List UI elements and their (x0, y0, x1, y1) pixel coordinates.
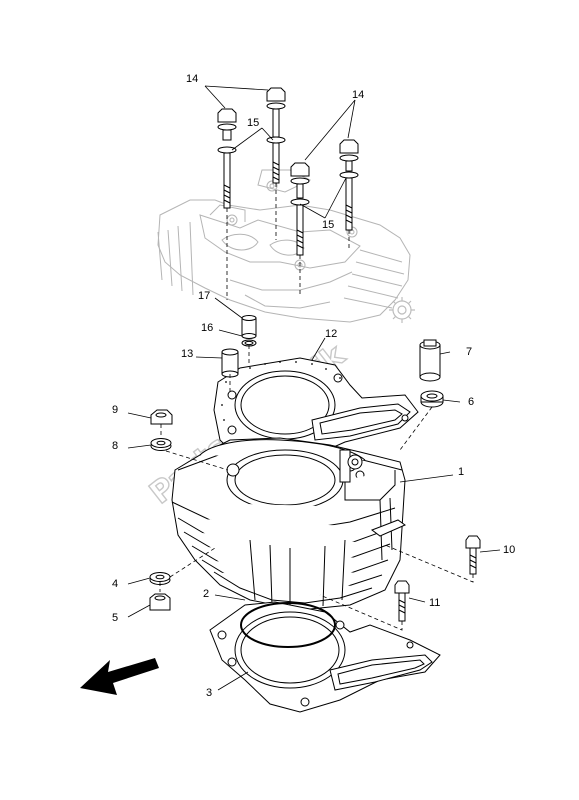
head-bolts (217, 87, 359, 256)
callout-16: 16 (201, 322, 213, 334)
callout-4: 4 (112, 578, 118, 590)
o-ring (240, 602, 336, 648)
cylinder-head-outline (157, 169, 411, 323)
callout-15-right: 15 (322, 219, 334, 231)
callout-12: 12 (325, 328, 337, 340)
nut-9 (150, 409, 173, 425)
callout-15: 15 (247, 117, 259, 129)
callout-14-right: 14 (352, 89, 364, 101)
nut-5 (149, 593, 171, 611)
callout-17: 17 (198, 290, 210, 302)
front-arrow-icon (80, 658, 159, 695)
callout-6: 6 (468, 396, 474, 408)
cylinder-base-gasket (209, 601, 441, 713)
callout-3: 3 (206, 687, 212, 699)
callout-9: 9 (112, 404, 118, 416)
callout-2: 2 (203, 588, 209, 600)
dowel-pin-13 (221, 348, 239, 378)
callout-labels: 14 14 15 15 17 16 13 12 7 6 9 8 1 10 4 2… (112, 73, 515, 699)
bolt-3 (290, 162, 310, 256)
washer-8 (150, 438, 172, 451)
bolt-2 (266, 87, 286, 184)
callout-13: 13 (181, 348, 193, 360)
gear-icon (389, 297, 415, 323)
bolt-4 (339, 139, 359, 231)
bolt-11 (394, 580, 410, 622)
leader-lines (127, 85, 501, 691)
callout-10: 10 (503, 544, 515, 556)
dowel-sleeve-7 (419, 339, 441, 382)
assembly-lines (159, 183, 474, 631)
callout-14: 14 (186, 73, 198, 85)
callout-11: 11 (429, 597, 440, 609)
callout-7: 7 (466, 346, 472, 358)
seal-6 (420, 390, 444, 408)
bolt-10 (465, 535, 481, 575)
bolt-1 (217, 108, 237, 209)
callout-1: 1 (458, 466, 464, 478)
callout-5: 5 (112, 612, 118, 624)
dowel-pin-17 (241, 315, 257, 339)
cylinder-body (171, 437, 407, 611)
callout-8: 8 (112, 440, 118, 452)
